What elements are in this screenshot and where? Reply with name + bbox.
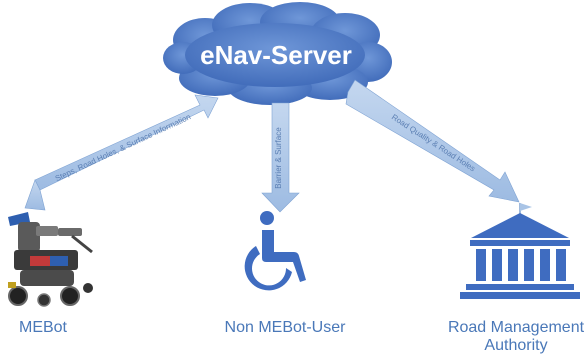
arrow-label-authority: Road Quality & Road Holes [390,112,477,173]
arrow-label-mebot: Steps, Road Holes, & Surface Information [54,112,192,183]
mebot-label: MEBot [18,319,67,336]
arrow-mebot: Steps, Road Holes, & Surface Information [24,94,219,211]
wheelchair-user-icon [244,211,306,291]
arrow-authority: Road Quality & Road Holes [345,79,520,203]
government-building-icon [460,203,580,299]
server-label: eNav-Server [200,40,352,70]
arrow-label-user: Barrier & Surface [274,127,283,189]
road-authority-label-line2: Authority [484,337,548,354]
cloud-shape [163,2,392,105]
mebot-robot-icon [8,212,93,307]
arrow-user: Barrier & Surface [261,102,300,213]
non-mebot-user-label: Non MEBot-User [224,319,346,336]
road-authority-label-line1: Road Management [447,319,585,336]
